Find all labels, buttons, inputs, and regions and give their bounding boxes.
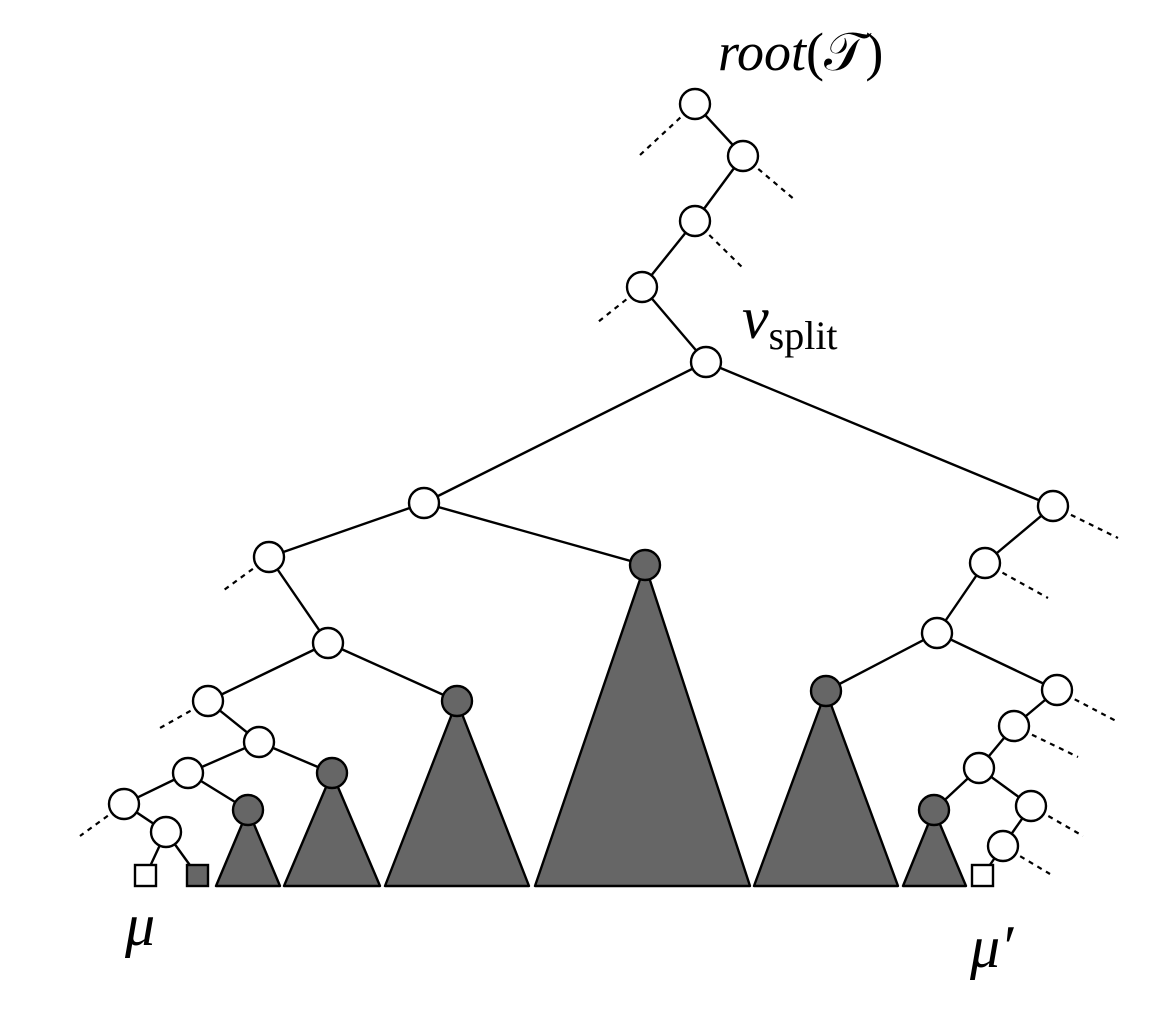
subtrees bbox=[214, 563, 968, 888]
leaves bbox=[133, 863, 995, 888]
tree-node bbox=[252, 540, 286, 574]
subtree-root-node bbox=[809, 674, 843, 708]
subtree-root-node bbox=[231, 793, 265, 827]
mu-label: μ bbox=[124, 892, 155, 958]
tree-node bbox=[678, 204, 712, 238]
tree-node bbox=[311, 626, 345, 660]
tree-node bbox=[986, 829, 1020, 863]
subtree-triangle bbox=[901, 808, 968, 888]
root-node bbox=[678, 87, 712, 121]
root-label: root(𝒯) bbox=[718, 22, 883, 82]
subtree-triangle bbox=[214, 808, 282, 888]
tree-node bbox=[1040, 673, 1074, 707]
tree-node bbox=[962, 751, 996, 785]
tree-node bbox=[107, 787, 141, 821]
tree-node bbox=[726, 139, 760, 173]
tree-node bbox=[149, 815, 183, 849]
tree-node bbox=[1014, 789, 1048, 823]
mu-prime-label: μ′ bbox=[969, 914, 1014, 980]
tree-node bbox=[407, 486, 441, 520]
tree-node bbox=[968, 546, 1002, 580]
open-nodes bbox=[107, 87, 1074, 863]
tree-node bbox=[920, 616, 954, 650]
tree-node bbox=[625, 270, 659, 304]
leaf-mu bbox=[133, 863, 158, 888]
leaf-filled bbox=[185, 863, 210, 888]
subtree-root-node bbox=[440, 684, 474, 718]
subtree-triangle bbox=[752, 689, 900, 888]
split-node bbox=[689, 345, 723, 379]
filled-nodes bbox=[231, 548, 951, 827]
subtree-root-node bbox=[917, 793, 951, 827]
subtree-triangle bbox=[282, 771, 382, 888]
subtree-root-node bbox=[628, 548, 662, 582]
leaf-mu-prime bbox=[970, 863, 995, 888]
tree-node bbox=[191, 684, 225, 718]
split-label: vsplit bbox=[742, 285, 838, 358]
subtree-root-node bbox=[315, 756, 349, 790]
subtree-triangle bbox=[383, 699, 531, 888]
tree-node bbox=[997, 709, 1031, 743]
tree-node bbox=[171, 756, 205, 790]
tree-node bbox=[242, 725, 276, 759]
subtree-triangle bbox=[533, 563, 752, 888]
tree-node bbox=[1036, 489, 1070, 523]
